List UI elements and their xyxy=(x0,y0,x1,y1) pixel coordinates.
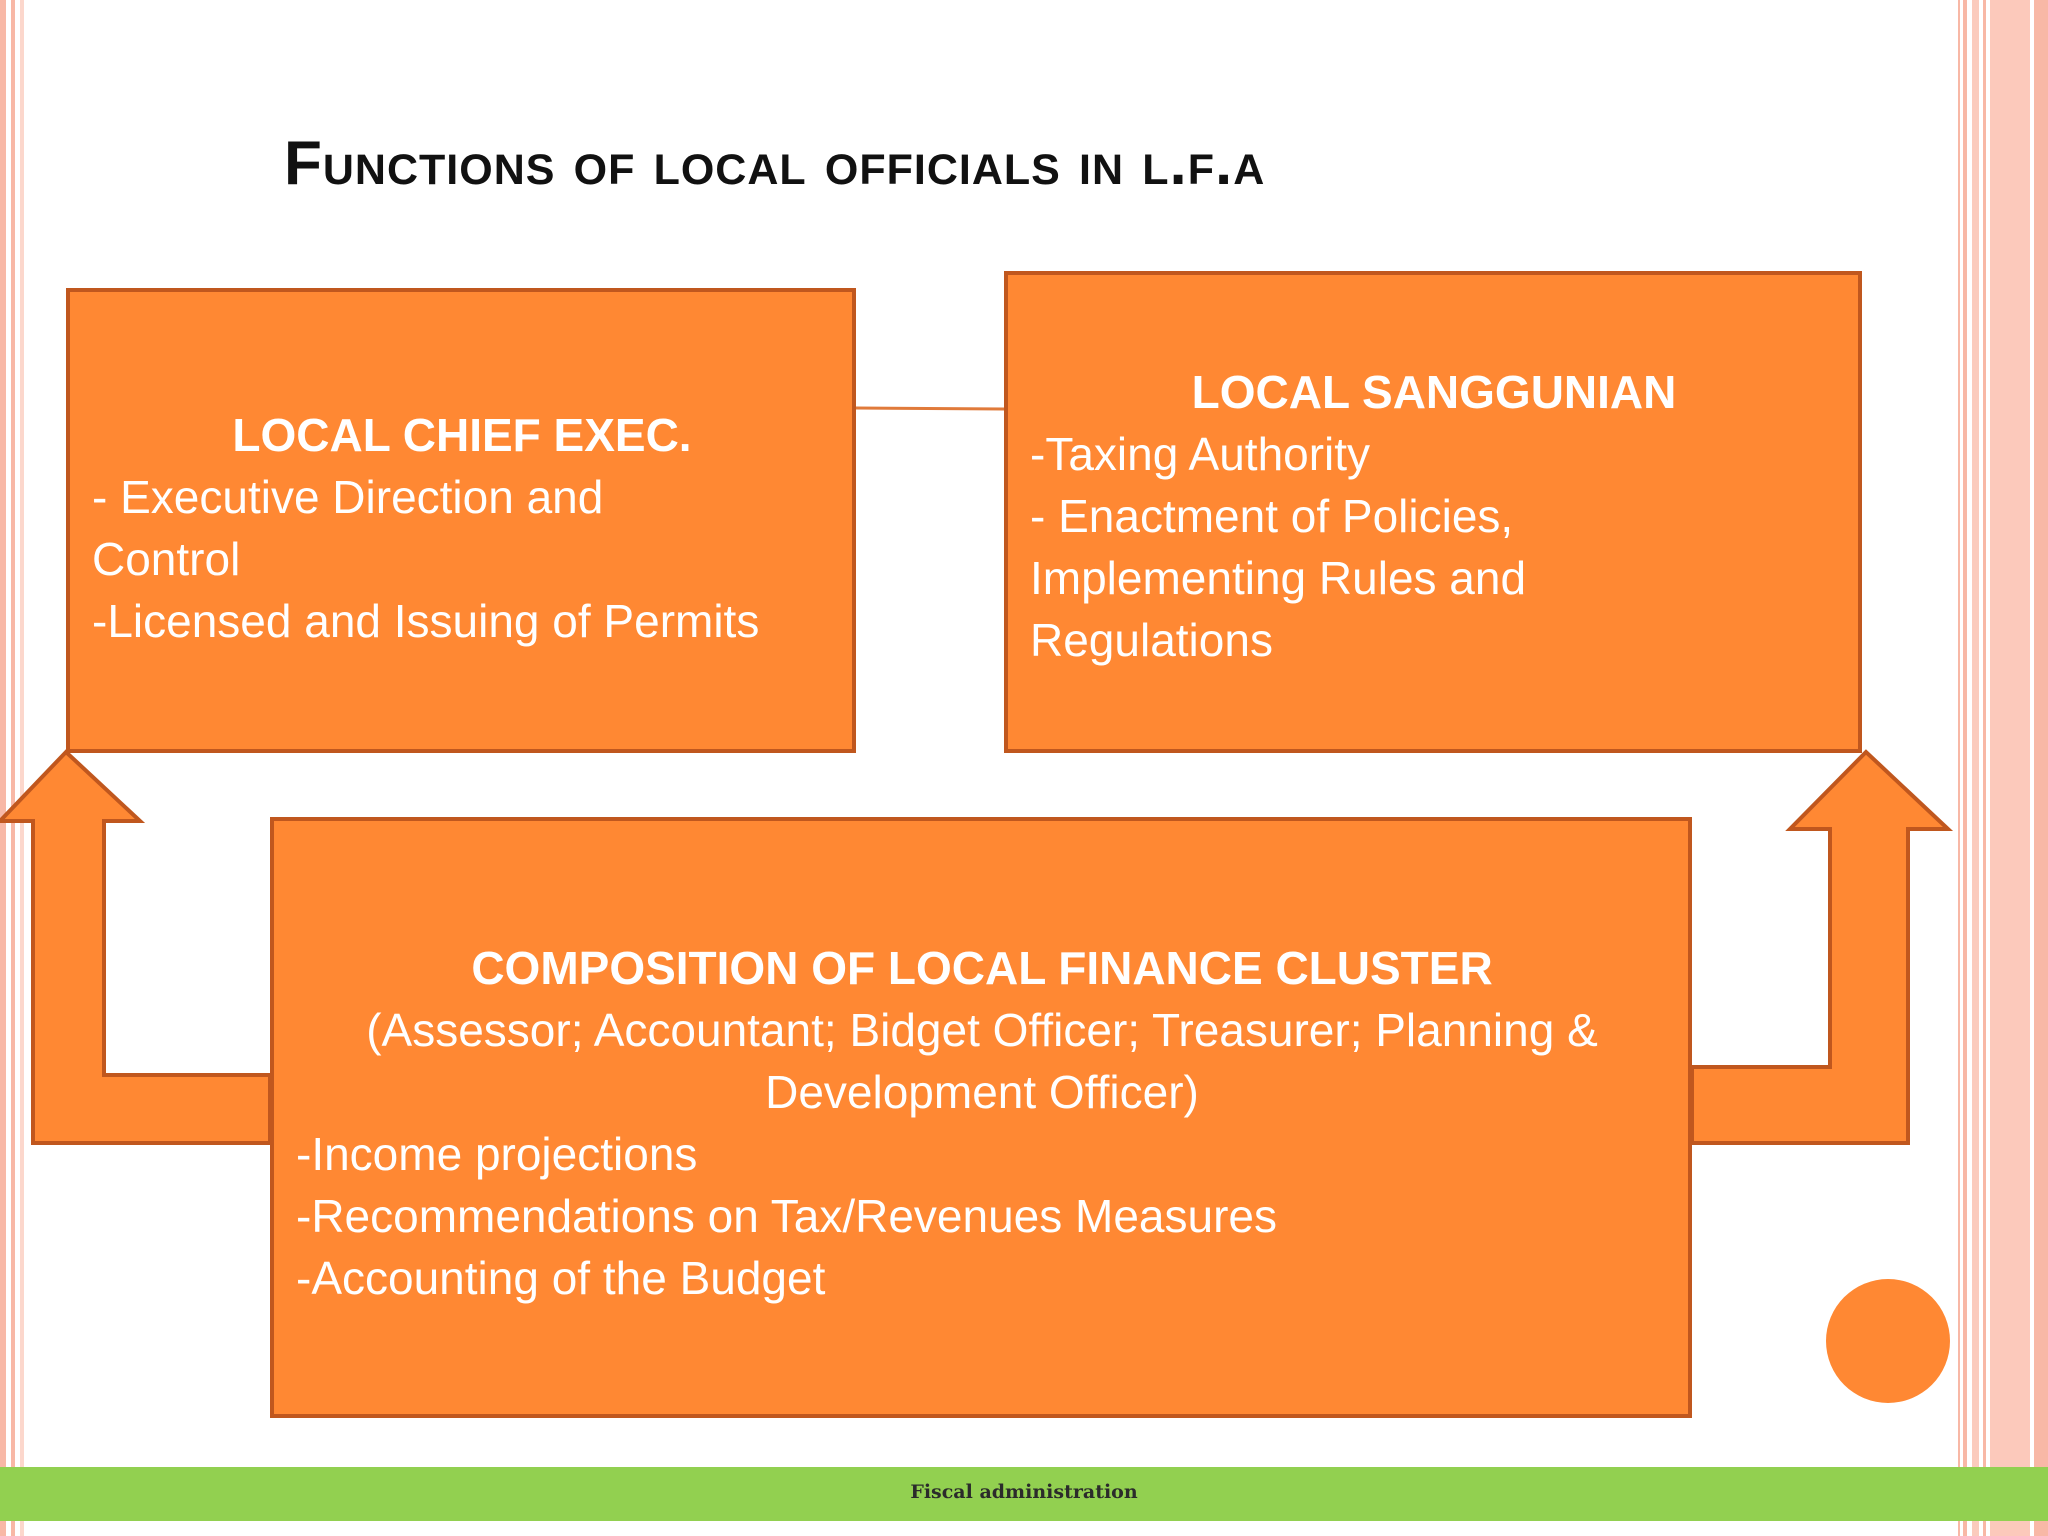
chief-line: Control xyxy=(92,533,241,585)
up-arrow-right-icon xyxy=(1690,749,1954,1145)
footer-text: Fiscal administration xyxy=(910,1481,1138,1503)
local-chief-exec-box: LOCAL CHIEF EXEC. - Executive Direction … xyxy=(66,288,856,753)
right-border-stripe xyxy=(1983,0,1986,1536)
cluster-line: -Recommendations on Tax/Revenues Measure… xyxy=(296,1190,1277,1242)
chief-line: -Licensed and Issuing of Permits xyxy=(92,595,760,647)
right-border-stripe xyxy=(1990,0,2030,1536)
right-border-stripe xyxy=(1958,0,1960,1536)
right-border-stripe xyxy=(1963,0,1967,1536)
right-border-stripe xyxy=(2034,0,2048,1536)
footer-bar: Fiscal administration xyxy=(0,1467,2048,1521)
cluster-members: Development Officer) xyxy=(765,1066,1199,1118)
left-border-stripe xyxy=(20,0,24,1536)
sanggunian-line: Implementing Rules and xyxy=(1030,552,1527,604)
slide-title: Functions of local officials in l.f.a xyxy=(284,129,1266,198)
up-arrow-left-icon xyxy=(0,749,272,1145)
sanggunian-line: -Taxing Authority xyxy=(1030,428,1371,480)
sanggunian-line: - Enactment of Policies, xyxy=(1030,490,1514,542)
chief-line: - Executive Direction and xyxy=(92,471,604,523)
left-border-stripe xyxy=(0,0,6,1536)
local-sanggunian-box: LOCAL SANGGUNIAN -Taxing Authority - Ena… xyxy=(1004,271,1862,753)
cluster-members: (Assessor; Accountant; Bidget Officer; T… xyxy=(366,1004,1598,1056)
sanggunian-heading: LOCAL SANGGUNIAN xyxy=(1191,366,1677,418)
finance-cluster-box: COMPOSITION OF LOCAL FINANCE CLUSTER (As… xyxy=(270,817,1692,1418)
chief-heading: LOCAL CHIEF EXEC. xyxy=(232,409,692,461)
connector-line xyxy=(855,406,1005,411)
left-border-stripe xyxy=(11,0,15,1536)
sanggunian-line: Regulations xyxy=(1030,614,1273,666)
cluster-line: -Accounting of the Budget xyxy=(296,1252,826,1304)
accent-circle-icon xyxy=(1826,1279,1950,1403)
cluster-heading: COMPOSITION OF LOCAL FINANCE CLUSTER xyxy=(471,942,1493,994)
right-border-stripe xyxy=(1972,0,1979,1536)
cluster-line: -Income projections xyxy=(296,1128,698,1180)
